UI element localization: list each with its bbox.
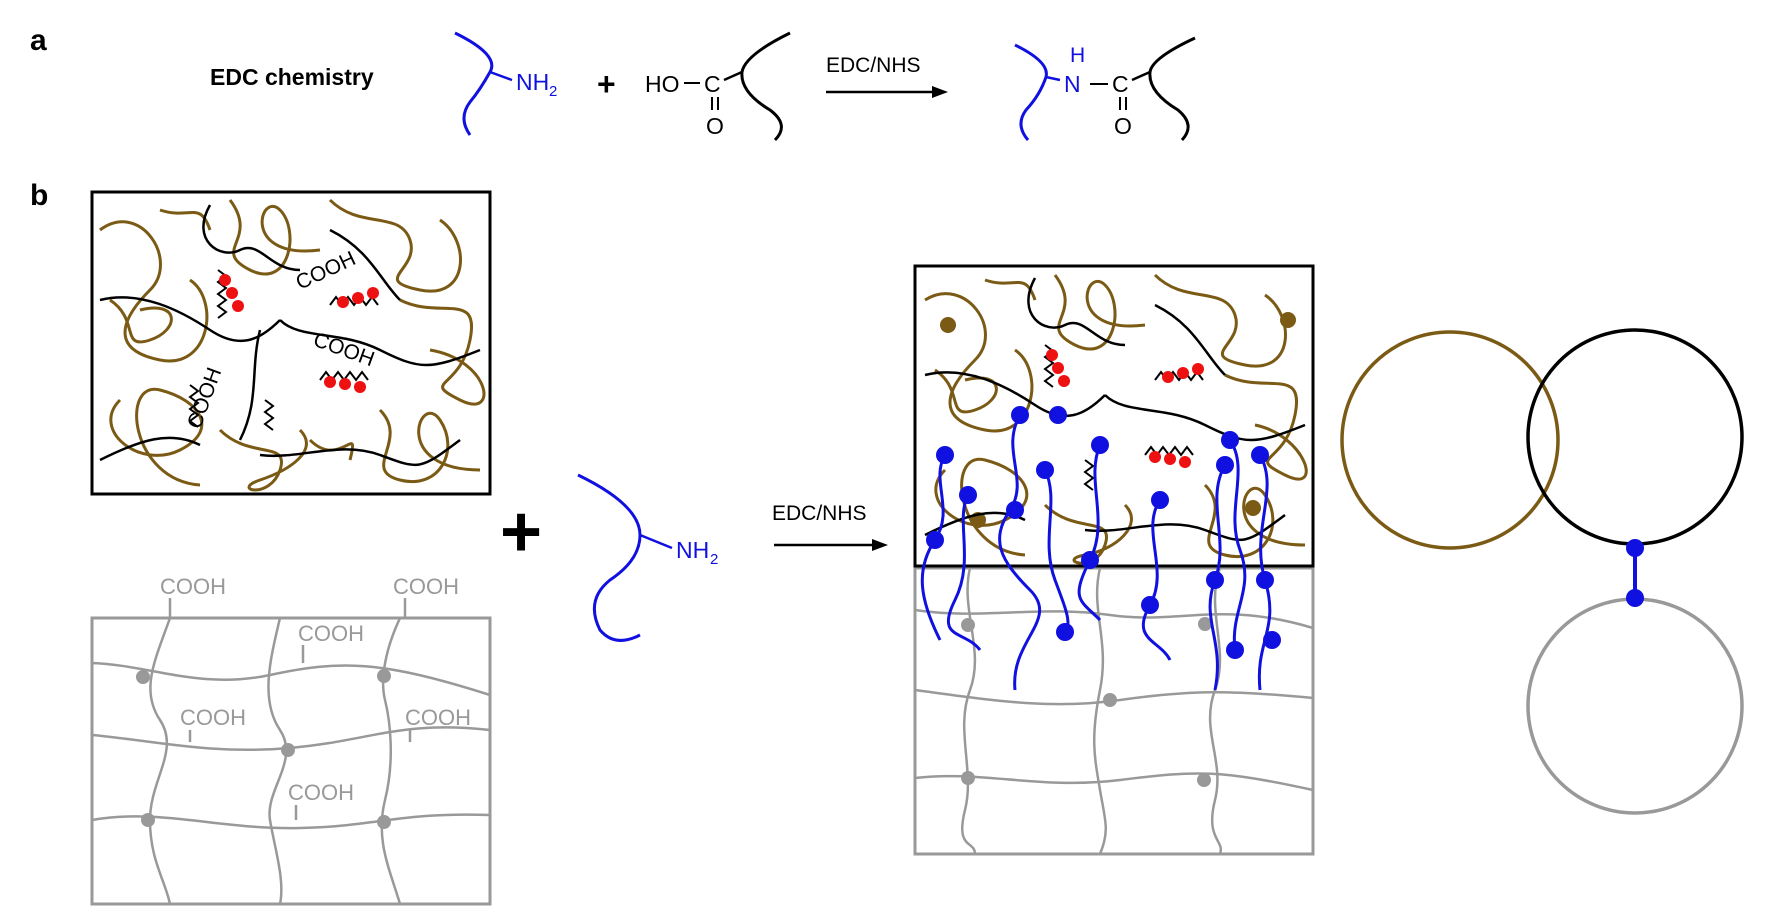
amine-chain-b	[577, 473, 642, 642]
arrow-b-label: EDC/NHS	[772, 502, 867, 525]
hydrogel-box: COOH COOH COOH	[90, 190, 492, 496]
amide-n: N	[1064, 71, 1081, 97]
amine-sub: 2	[549, 83, 557, 100]
cooh-grid-6: COOH	[288, 780, 354, 805]
schematic-circles	[1340, 328, 1744, 815]
gray-circle	[1526, 597, 1744, 815]
red-dots-left	[219, 274, 379, 393]
black-circle	[1526, 328, 1744, 546]
product-acid-chain	[1148, 36, 1196, 142]
acid-chain	[740, 31, 791, 142]
arrow-a-label: EDC/NHS	[826, 54, 921, 77]
amine-chain	[454, 31, 494, 136]
amide-o: O	[1114, 113, 1132, 139]
amine-nh: NH	[516, 69, 549, 95]
brown-circle	[1340, 330, 1560, 550]
acid-c: C	[704, 71, 721, 97]
cooh-grid-5: COOH	[405, 705, 471, 730]
plus-a: +	[597, 66, 616, 102]
acid-o: O	[706, 113, 724, 139]
plus-b: +	[500, 492, 542, 572]
panel-b-label: b	[30, 179, 48, 212]
brown-network-left	[99, 198, 486, 492]
cooh-grid-4: COOH	[180, 705, 246, 730]
amide-h: H	[1070, 44, 1085, 67]
amide-c: C	[1112, 71, 1129, 97]
cooh-grid-2: COOH	[393, 574, 459, 599]
product-composite	[913, 264, 1315, 856]
acid-ho: HO	[645, 71, 680, 97]
amine-sub-b: 2	[710, 551, 718, 568]
product-amine-chain	[1014, 43, 1048, 141]
amine-nh-b: NH	[676, 537, 709, 563]
substrate-grid: COOH COOH COOH COOH COOH COOH	[90, 574, 492, 906]
cooh-grid-3: COOH	[298, 621, 364, 646]
linker-dots	[1626, 539, 1644, 607]
panel-a-label: a	[30, 24, 47, 57]
cooh-grid-1: COOH	[160, 574, 226, 599]
black-network-left	[99, 204, 481, 467]
edc-chemistry-title: EDC chemistry	[210, 64, 374, 90]
